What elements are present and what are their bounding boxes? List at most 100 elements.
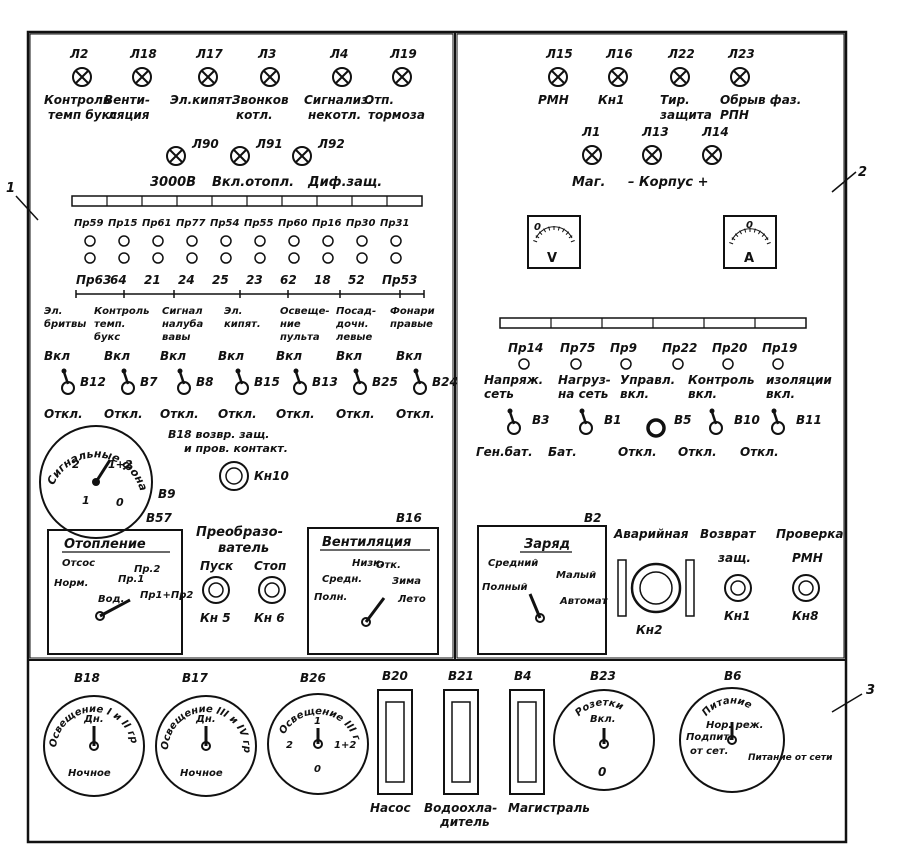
toggle-switch[interactable] (646, 418, 666, 438)
fuse-holder[interactable] (186, 235, 198, 247)
lamp-indicator (670, 67, 690, 87)
heating-selector[interactable]: Отопление Отсос Норм. Вод. Пр.1 Пр.2 Пр1… (47, 529, 193, 655)
svg-text:Нор. реж.: Нор. реж. (706, 720, 763, 731)
lamp-indicator (582, 145, 602, 165)
b20-label: Насос (370, 801, 411, 815)
b21-id: В21 (448, 669, 474, 683)
lamp-indicator (730, 67, 750, 87)
fuse-holder[interactable] (152, 235, 164, 247)
svg-text:1+2: 1+2 (108, 458, 133, 471)
group-label: Напряж. (484, 373, 543, 387)
fuse-holder[interactable] (84, 235, 96, 247)
b6-id: В6 (724, 669, 742, 683)
fuse-label: Пр59 (74, 218, 103, 229)
ventilation-selector[interactable]: Вентиляция Полн. Средн. Низк. Отк. Зима … (307, 527, 439, 655)
fuse-holder[interactable] (220, 235, 232, 247)
group-label: бритвы (44, 318, 86, 330)
fuse-holder[interactable] (84, 252, 96, 264)
switch-b4-main-line[interactable] (509, 689, 545, 795)
panel-2-frame (456, 33, 845, 659)
rmn-title-2: РМН (792, 551, 823, 565)
toggle-switch[interactable] (61, 368, 75, 395)
fuse-holder[interactable] (254, 235, 266, 247)
fuse-holder[interactable] (518, 358, 530, 370)
switch-id: В5 (674, 413, 692, 427)
lamp-indicator (702, 145, 722, 165)
fuse-holder[interactable] (118, 252, 130, 264)
group-label: кипят. (224, 319, 261, 330)
dial-b23-sockets[interactable]: Розетки Вкл. 0 (553, 689, 655, 791)
fuse-holder[interactable] (322, 252, 334, 264)
switch-b20-pump[interactable] (377, 689, 413, 795)
switch-id: В12 (80, 375, 106, 389)
fuse-holder[interactable] (772, 358, 784, 370)
toggle-switch[interactable] (293, 368, 307, 395)
button-kn1-reset[interactable] (724, 574, 752, 602)
fuse-holder[interactable] (118, 235, 130, 247)
svg-text:0: 0 (746, 220, 753, 231)
fuse-holder[interactable] (390, 235, 402, 247)
fuse-holder[interactable] (322, 235, 334, 247)
fuse-label: 52 (348, 273, 365, 287)
toggle-switch[interactable] (353, 368, 367, 395)
toggle-switch[interactable] (709, 408, 723, 435)
fuse-label: Пр60 (278, 218, 307, 229)
fuse-holder[interactable] (620, 358, 632, 370)
toggle-switch[interactable] (413, 368, 427, 395)
button-kn6-stop[interactable] (258, 576, 286, 604)
fuse-holder[interactable] (672, 358, 684, 370)
toggle-switch[interactable] (507, 408, 521, 435)
switch-id: В3 (532, 413, 550, 427)
fuse-holder[interactable] (356, 252, 368, 264)
svg-text:Ночное: Ночное (68, 768, 111, 779)
fuse-holder[interactable] (288, 252, 300, 264)
lamp-label: темп букс (48, 108, 117, 122)
switch-off-label: Откл. (740, 445, 779, 459)
toggle-switch[interactable] (177, 368, 191, 395)
group-label: Контроль (688, 373, 755, 387)
dial-b17-lighting[interactable]: Освещение III и IV гр Дн. Ночное (155, 695, 257, 797)
lamp-label: Маг. (572, 175, 605, 190)
button-kn2-emergency[interactable] (630, 562, 682, 614)
toggle-switch[interactable] (121, 368, 135, 395)
b4-label: Магистраль (508, 801, 590, 815)
toggle-switch[interactable] (235, 368, 249, 395)
fuse-label: Пр15 (108, 218, 137, 229)
reset-title-1: Возврат (700, 527, 757, 541)
button-kn5-start[interactable] (202, 576, 230, 604)
fuse-holder[interactable] (722, 358, 734, 370)
fuse-label: Пр53 (382, 273, 417, 287)
fuse-holder[interactable] (356, 235, 368, 247)
svg-text:Полн.: Полн. (314, 592, 347, 603)
fuse-holder[interactable] (220, 252, 232, 264)
dial-b6-power[interactable]: Питание Подпит. от сет. Нор. реж. Питани… (679, 687, 833, 793)
lamp-indicator (198, 67, 218, 87)
ammeter: 0 A (723, 215, 777, 269)
svg-text:Вкл.: Вкл. (590, 714, 616, 725)
dial-b18-lighting[interactable]: Освещение I и II гр Дн. Ночное (43, 695, 145, 797)
lamp-id: Л4 (329, 47, 348, 61)
charge-selector[interactable]: Заряд Средний Полный Малый Автомат (477, 525, 609, 655)
toggle-switch[interactable] (771, 408, 785, 435)
fuse-holder[interactable] (254, 252, 266, 264)
dial-signal-lights[interactable]: Сигнальные фонари 2 1+2 1 0 (0, 0, 153, 539)
fuse-holder[interactable] (186, 252, 198, 264)
fuse-holder[interactable] (152, 252, 164, 264)
button-kn8-rmn[interactable] (792, 574, 820, 602)
lamp-label: Вкл.отопл. (212, 175, 294, 190)
svg-text:Пр.1: Пр.1 (118, 574, 144, 585)
lamp-label: некотл. (308, 108, 361, 122)
toggle-switch[interactable] (579, 408, 593, 435)
lamp-id: Л13 (641, 125, 669, 139)
fuse-block-left: Пр59Пр63Пр1564Пр6121Пр7724Пр5425Пр5523Пр… (74, 196, 425, 298)
fuse-holder[interactable] (390, 252, 402, 264)
fuse-holder[interactable] (570, 358, 582, 370)
button-kn10[interactable] (219, 461, 249, 491)
lamp-indicator (392, 67, 412, 87)
group-label: изоляции (766, 373, 832, 387)
group-label: дочн. (335, 319, 369, 330)
switch-b21-water-cooler[interactable] (443, 689, 479, 795)
fuse-holder[interactable] (288, 235, 300, 247)
switch-off-label: Откл. (218, 407, 257, 421)
